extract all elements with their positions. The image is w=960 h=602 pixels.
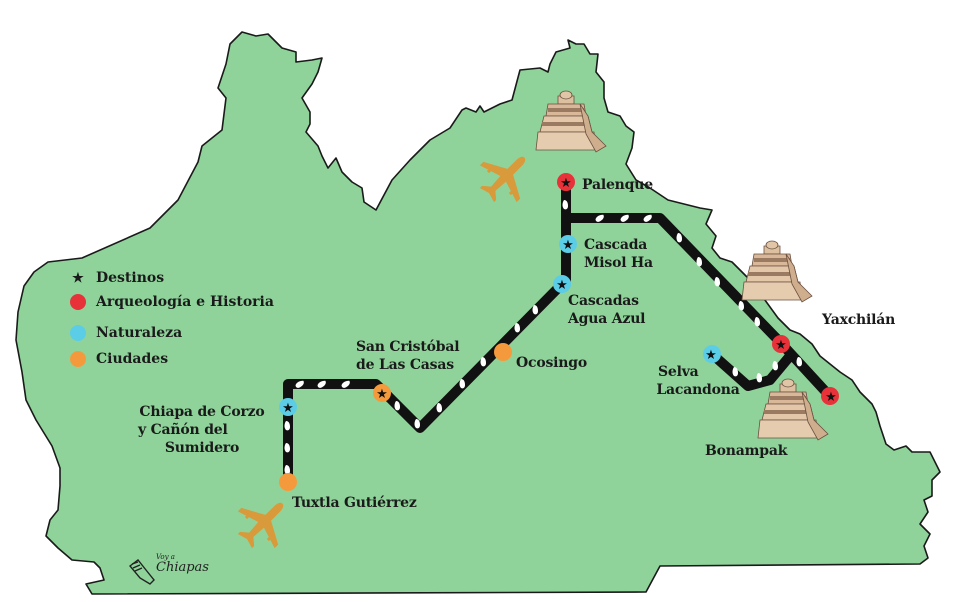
svg-text:★: ★	[556, 278, 568, 293]
brand-logo: Voy a Chiapas	[128, 553, 209, 575]
label-bonampak: Bonampak	[705, 443, 788, 459]
svg-text:★: ★	[282, 401, 294, 416]
legend-item-arqueologia: Arqueología e Historia	[70, 294, 274, 310]
svg-text:★: ★	[775, 338, 787, 353]
svg-text:★: ★	[825, 390, 837, 405]
brand-big-text: Chiapas	[156, 560, 209, 575]
label-tuxtla: Tuxtla Gutiérrez	[292, 495, 417, 511]
markers: ★ ★ ★ ★ ★ ★ ★ ★	[279, 173, 839, 491]
label-yaxchilan: Yaxchilán	[822, 312, 896, 328]
label-ocosingo: Ocosingo	[516, 355, 587, 371]
svg-text:★: ★	[560, 176, 572, 191]
chiapas-land	[15, 31, 941, 595]
shoe-logo-icon	[128, 559, 155, 585]
svg-text:★: ★	[562, 238, 574, 253]
label-palenque: Palenque	[582, 177, 653, 193]
legend-item-naturaleza: Naturaleza	[70, 325, 182, 341]
svg-text:★: ★	[376, 387, 388, 402]
red-dot-icon	[70, 294, 86, 310]
svg-text:★: ★	[705, 348, 717, 363]
legend-item-destinos: ★ Destinos	[70, 270, 164, 286]
legend-item-ciudades: Ciudades	[70, 351, 168, 367]
orange-dot-icon	[70, 351, 86, 367]
pyramid-icon	[741, 240, 813, 303]
star-icon: ★	[72, 270, 84, 286]
blue-dot-icon	[70, 325, 86, 341]
brand-small-text: Voy a	[156, 553, 175, 561]
